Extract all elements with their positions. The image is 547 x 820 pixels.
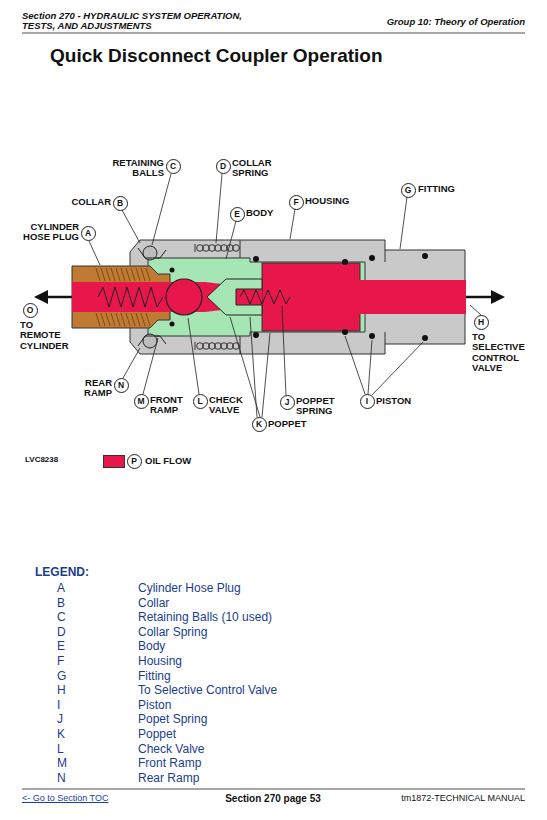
legend-name: Fitting [138,670,171,683]
part-label: RETAINING BALLS [102,158,164,179]
header-text: Section 270 - HYDRAULIC SYSTEM OPERATION… [22,11,262,32]
legend-letter: B [57,597,65,610]
callout-letter: I [360,394,375,409]
part-label: FITTING [418,184,455,194]
legend-heading: LEGEND: [35,566,89,579]
part-label: CHECK VALVE [209,395,251,416]
legend-letter: C [57,611,66,624]
part-label: POPPET SPRING [296,396,344,417]
callout-letter: M [134,394,149,409]
legend-name: Cylinder Hose Plug [138,582,241,595]
page-title: Quick Disconnect Coupler Operation [50,46,383,67]
page-number: Section 270 page 53 [225,793,321,804]
legend-name: Piston [138,699,171,712]
legend-name: Rear Ramp [138,772,199,785]
callout-letter: G [401,183,416,198]
figure-id: LVC8238 [25,456,58,465]
part-label: FRONT RAMP [150,395,192,416]
poppet [207,279,262,315]
callout-letter: C [166,159,181,174]
legend-letter: A [57,582,65,595]
legend-letter: G [57,670,66,683]
o-ring [170,253,429,341]
legend-letter: D [57,626,66,639]
legend-name: Collar [138,597,169,610]
collar-spring [197,245,240,350]
legend-name: Collar Spring [138,626,207,639]
legend-letter: H [57,684,66,697]
toc-link: <- Go to Section TOC [22,794,108,804]
callout-letter: N [114,378,129,393]
callout-letter: F [289,195,304,210]
legend-name: Body [138,640,165,653]
check-valve-spring [98,287,163,307]
callout-letter: E [230,207,245,222]
legend-letter: K [57,728,65,741]
callout-letter: L [193,394,208,409]
legend-letter: J [57,713,63,726]
callout-letter: J [280,395,295,410]
part-label: PISTON [376,396,411,406]
flow-label: TO REMOTE CYLINDER [20,320,74,351]
legend-letter: F [57,655,64,668]
legend-name: Popet Spring [138,713,207,726]
page-rules [22,33,525,789]
retaining-ball [143,246,157,348]
part-label: BODY [246,208,273,218]
check-valve [166,279,202,315]
part-label: COLLAR [71,197,111,207]
callout-letter: B [113,196,128,211]
legend-name: Poppet [138,728,176,741]
legend-name: Housing [138,655,182,668]
legend-swatch [103,455,125,468]
ramp [138,248,166,346]
legend-letter: M [57,757,67,770]
part-label: HOUSING [305,196,349,206]
callout-letter: O [23,303,38,318]
callout-letter: D [216,159,231,174]
housing [130,240,465,354]
part-label: REAR RAMP [72,378,112,399]
oil-channel [290,280,465,314]
legend-text: OIL FLOW [145,456,191,466]
callout-letter: P [127,454,142,469]
callout-letter: K [252,417,267,432]
part-label: POPPET [268,419,307,429]
legend-letter: E [57,640,65,653]
header-text: Group 10: Theory of Operation [387,17,525,27]
part-label: CYLINDER HOSE PLUG [21,222,79,243]
leader-line [89,174,481,417]
legend-name: Check Valve [138,743,204,756]
legend-name: Retaining Balls (10 used) [138,611,272,624]
legend-name: Front Ramp [138,757,201,770]
manual-id: tm1872-TECHNICAL MANUAL [401,794,525,804]
callout-letter: A [81,226,96,241]
part-label: COLLAR SPRING [232,158,287,179]
legend-letter: N [57,772,66,785]
poppet-spring [240,290,290,304]
legend-name: To Selective Control Valve [138,684,277,697]
flow-label: TO SELECTIVE CONTROL VALVE [472,332,536,374]
legend-letter: L [57,743,64,756]
legend-letter: I [57,699,60,712]
callout-letter: H [474,315,489,330]
